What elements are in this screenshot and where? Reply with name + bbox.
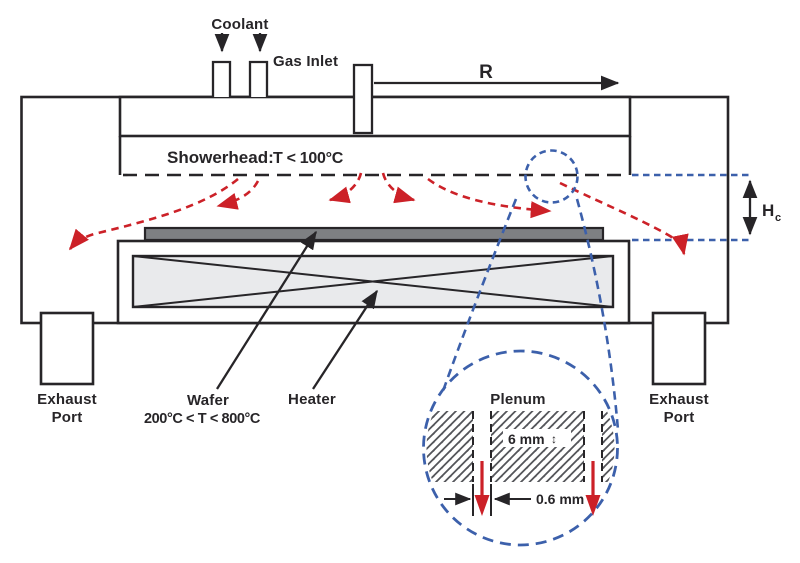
- gas-flow-arrow-right-exhaust: [559, 181, 689, 256]
- wafer-body: [143, 226, 605, 242]
- coolant-tube: [211, 60, 232, 97]
- showerhead-temp-label: T < 100°C: [273, 150, 344, 167]
- showerhead-plate-segment: [602, 411, 615, 482]
- gas-jet-arrowhead: [474, 495, 490, 516]
- exhaust-port-left-label-line2: Port: [52, 409, 83, 426]
- zoom-source-circle: [524, 149, 579, 204]
- heater-label: Heater: [288, 391, 336, 408]
- plenum-depth-label: 6 mm: [508, 431, 545, 447]
- gap-height-subscript: c: [775, 212, 781, 224]
- exhaust-port-left-label-line1: Exhaust: [37, 391, 97, 408]
- gas-inlet-label: Gas Inlet: [273, 53, 338, 70]
- heater-pointer-arrow: [312, 289, 378, 390]
- gas-flow-arrow: [427, 177, 552, 219]
- wafer-temp-label: 200°C < T < 800°C: [144, 411, 261, 427]
- exhaust-port-left: [39, 311, 95, 386]
- gas-jet-arrowhead: [585, 495, 601, 516]
- exhaust-port-right-label-line2: Port: [664, 409, 695, 426]
- heater-cross-diagonal: [132, 255, 614, 308]
- gap-height-label: H: [762, 201, 774, 220]
- showerhead-plate-segment: [426, 411, 473, 482]
- gas-flow-arrow: [328, 172, 363, 204]
- exhaust-port-right-label-line1: Exhaust: [649, 391, 709, 408]
- rotation-post: [352, 63, 374, 135]
- gas-flow-arrow: [216, 180, 260, 210]
- lid-plate: [118, 95, 632, 138]
- zoom-detail-circle: [422, 349, 619, 547]
- gas-flow-arrow-left-exhaust: [69, 177, 239, 251]
- hole-width-label: 0.6 mm: [536, 491, 584, 507]
- wafer-label: Wafer: [187, 392, 229, 409]
- rotation-label: R: [479, 62, 493, 83]
- gas-flow-arrow: [381, 172, 416, 204]
- wafer-pointer-arrow: [216, 230, 317, 390]
- dimension-text-backing: [503, 429, 571, 447]
- plenum-label: Plenum: [490, 391, 545, 408]
- showerhead-label: Showerhead:: [167, 148, 274, 167]
- plenum-depth-symbol: ↕: [551, 432, 557, 446]
- gas-inlet-tube: [248, 60, 269, 97]
- coolant-label: Coolant: [211, 16, 268, 33]
- zoom-cone-line-left: [441, 198, 518, 392]
- exhaust-port-right: [651, 311, 707, 386]
- zoom-cone-line-right: [575, 198, 620, 431]
